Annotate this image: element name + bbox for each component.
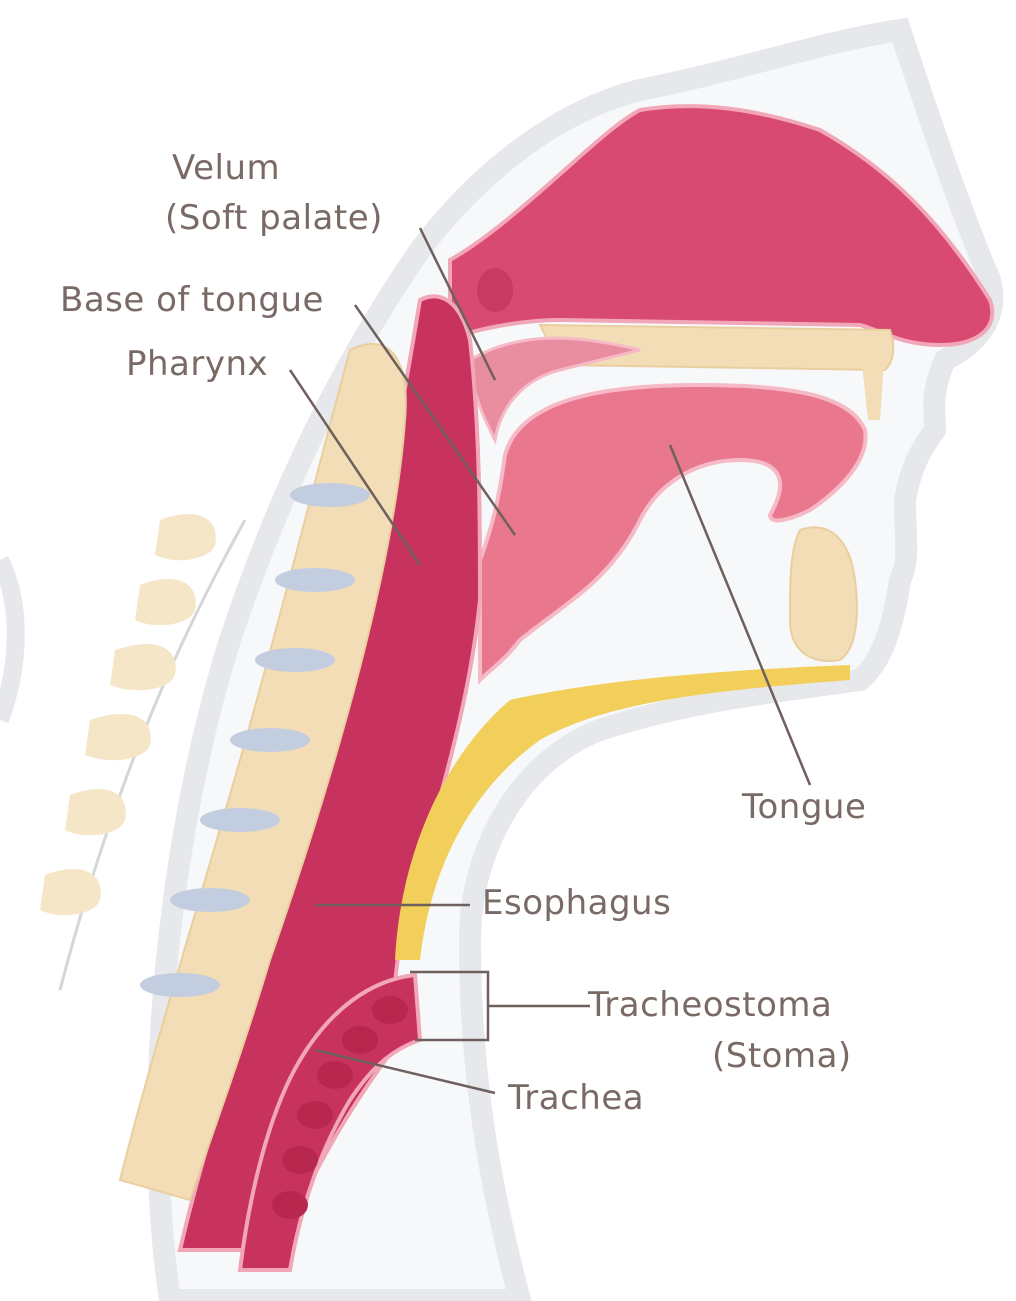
trachea-ring bbox=[297, 1101, 333, 1129]
label-stoma: (Stoma) bbox=[712, 1036, 852, 1076]
spinous-process bbox=[65, 789, 126, 835]
vertebral-disc bbox=[275, 568, 355, 592]
trachea-ring bbox=[342, 1026, 378, 1054]
label-pharynx: Pharynx bbox=[126, 344, 268, 384]
label-trachea: Trachea bbox=[508, 1078, 644, 1118]
trachea-ring bbox=[372, 996, 408, 1024]
trachea-ring bbox=[272, 1191, 308, 1219]
spinous-process bbox=[40, 869, 101, 915]
label-tongue: Tongue bbox=[742, 787, 866, 827]
trachea-ring bbox=[317, 1061, 353, 1089]
vertebral-disc bbox=[200, 808, 280, 832]
label-soft-palate: (Soft palate) bbox=[165, 198, 383, 238]
label-base-of-tongue: Base of tongue bbox=[60, 280, 324, 320]
spinous-process bbox=[110, 644, 176, 690]
spinous-process bbox=[85, 714, 151, 760]
trachea-ring bbox=[282, 1146, 318, 1174]
label-esophagus: Esophagus bbox=[482, 883, 671, 923]
adenoid bbox=[477, 268, 513, 312]
spinous-process bbox=[155, 514, 216, 560]
vertebral-disc bbox=[140, 973, 220, 997]
vertebral-disc bbox=[230, 728, 310, 752]
spinous-process bbox=[135, 579, 196, 625]
label-velum: Velum bbox=[172, 148, 280, 188]
label-tracheostoma: Tracheostoma bbox=[588, 985, 832, 1025]
vertebral-disc bbox=[255, 648, 335, 672]
ear-edge bbox=[0, 560, 16, 720]
vertebral-disc bbox=[290, 483, 370, 507]
vertebral-disc bbox=[170, 888, 250, 912]
